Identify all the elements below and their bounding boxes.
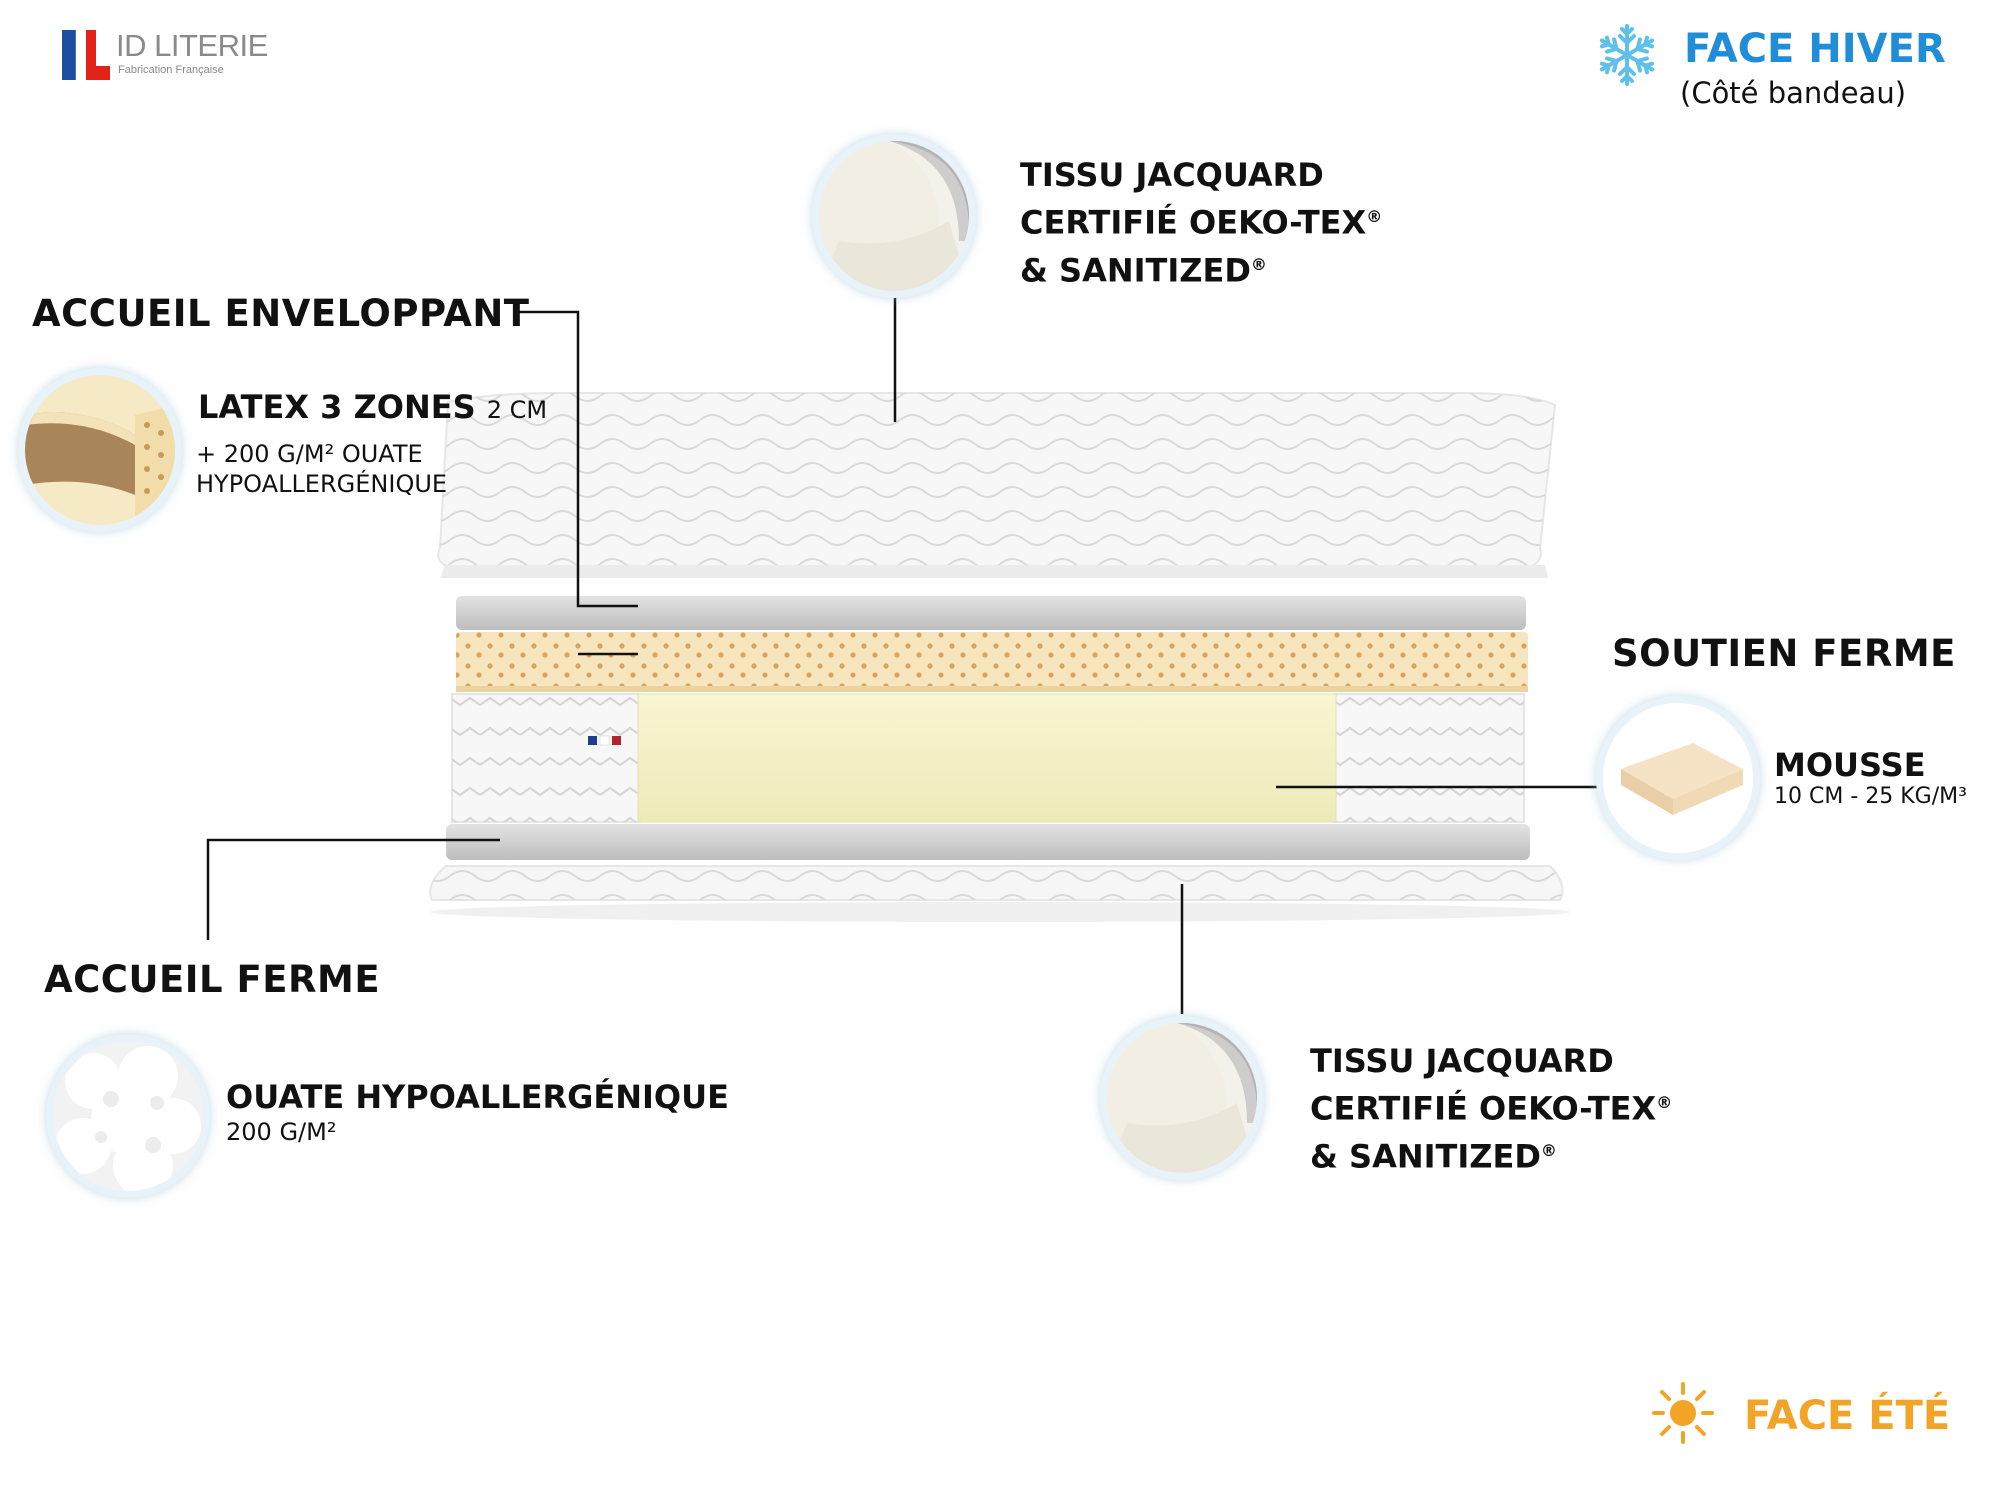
fabric-bottom-label: TISSU JACQUARD CERTIFIÉ OEKO-TEX® & SANI… bbox=[1310, 1040, 1672, 1177]
fabric-swatch-bottom-image bbox=[1107, 1023, 1257, 1173]
fabric-swatch-bottom bbox=[1100, 1016, 1264, 1180]
fabric-bottom-reg-1: ® bbox=[1656, 1093, 1673, 1112]
top-fabric-layer bbox=[437, 392, 1557, 578]
fabric-swatch-top bbox=[812, 134, 976, 298]
fabric-swatch-top-image bbox=[819, 141, 969, 291]
fabric-bottom-line2: CERTIFIÉ OEKO-TEX bbox=[1310, 1089, 1657, 1128]
latex-swatch-image bbox=[25, 375, 175, 525]
latex-title: LATEX 3 ZONES bbox=[198, 388, 476, 426]
face-hiver-title: FACE HIVER bbox=[1684, 26, 1946, 72]
bottom-fabric-layer bbox=[429, 865, 1570, 922]
felt-layer-top bbox=[456, 596, 1526, 630]
wadding-swatch-image bbox=[53, 1041, 203, 1191]
latex-swatch bbox=[18, 368, 182, 532]
latex-line1: + 200 G/M² OUATE bbox=[196, 440, 423, 468]
brand-tagline: Fabrication Française bbox=[118, 64, 224, 76]
latex-size: 2 CM bbox=[486, 396, 548, 424]
fabric-bottom-line2-wrap: CERTIFIÉ OEKO-TEX® bbox=[1310, 1082, 1672, 1130]
core-layer bbox=[451, 693, 1525, 823]
fabric-top-line1: TISSU JACQUARD bbox=[1020, 156, 1324, 194]
accueil-ferme-heading: ACCUEIL FERME bbox=[44, 958, 381, 1001]
foam-swatch-image bbox=[1603, 703, 1753, 853]
fabric-bottom-line1: TISSU JACQUARD bbox=[1310, 1042, 1614, 1080]
fabric-bottom-line3-wrap: & SANITIZED® bbox=[1310, 1130, 1672, 1178]
wadding-swatch bbox=[46, 1034, 210, 1198]
brand-name: ID LITERIE bbox=[116, 28, 268, 63]
brand-logo: ID LITERIE Fabrication Française bbox=[62, 28, 268, 84]
face-ete-title: FACE ÉTÉ bbox=[1744, 1393, 1951, 1439]
fabric-top-line3: & SANITIZED bbox=[1020, 251, 1251, 290]
foam-title: MOUSSE bbox=[1774, 746, 1926, 784]
fabric-top-line3-wrap: & SANITIZED® bbox=[1020, 244, 1382, 292]
latex-title-row: LATEX 3 ZONES 2 CM bbox=[198, 388, 547, 426]
fabric-top-reg-2: ® bbox=[1250, 254, 1267, 274]
fabric-top-label: TISSU JACQUARD CERTIFIÉ OEKO-TEX® & SANI… bbox=[1020, 154, 1382, 291]
foam-swatch bbox=[1596, 696, 1760, 860]
fabric-top-reg-1: ® bbox=[1366, 207, 1383, 226]
latex-line2: HYPOALLERGÉNIQUE bbox=[196, 470, 448, 498]
accueil-enveloppant-heading: ACCUEIL ENVELOPPANT bbox=[32, 292, 530, 335]
wadding-spec: 200 G/M² bbox=[226, 1118, 337, 1146]
felt-layer-bottom bbox=[446, 824, 1530, 860]
soutien-ferme-heading: SOUTIEN FERME bbox=[1612, 632, 1956, 675]
fabric-bottom-line3: & SANITIZED bbox=[1310, 1137, 1541, 1176]
latex-layer bbox=[456, 632, 1528, 692]
fabric-top-line2-wrap: CERTIFIÉ OEKO-TEX® bbox=[1020, 196, 1382, 244]
snowflake-icon bbox=[1596, 24, 1658, 86]
brand-logo-mark bbox=[62, 30, 110, 80]
sun-icon bbox=[1652, 1382, 1714, 1444]
foam-spec: 10 CM - 25 KG/M³ bbox=[1774, 784, 1967, 809]
face-hiver-subtitle: (Côté bandeau) bbox=[1680, 76, 1907, 110]
fabric-top-line2: CERTIFIÉ OEKO-TEX bbox=[1020, 203, 1367, 242]
wadding-title: OUATE HYPOALLERGÉNIQUE bbox=[226, 1078, 729, 1116]
leader-lines bbox=[206, 290, 1598, 1014]
fabric-bottom-reg-2: ® bbox=[1540, 1140, 1557, 1160]
